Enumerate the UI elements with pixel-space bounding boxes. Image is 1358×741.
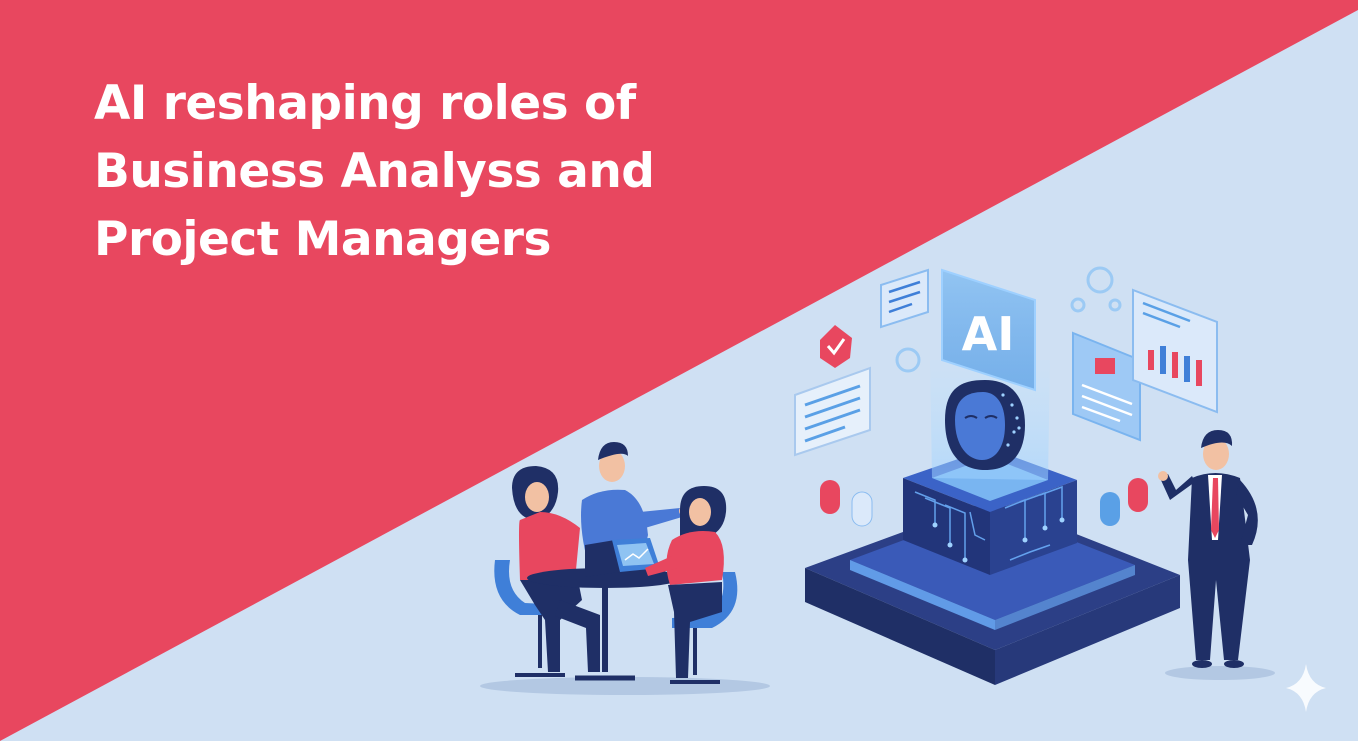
chip-pedestal-icon bbox=[805, 448, 1180, 685]
bar-chart-icon bbox=[1132, 288, 1218, 414]
title-line-2: Business Analyss and bbox=[94, 144, 655, 199]
sparkle-icon bbox=[1286, 664, 1326, 712]
checkmark-shield-icon bbox=[820, 325, 852, 368]
businessman-figure bbox=[1158, 430, 1258, 668]
ai-badge: AI bbox=[941, 268, 1036, 392]
title-line-1: AI reshaping roles of bbox=[94, 76, 636, 131]
chat-bubble-icon bbox=[794, 366, 871, 457]
chat-bubble-icon bbox=[1072, 331, 1141, 442]
ai-badge-label: AI bbox=[962, 307, 1015, 361]
meeting-group bbox=[494, 442, 738, 684]
page-title: AI reshaping roles of Business Analyss a… bbox=[94, 70, 754, 274]
title-line-3: Project Managers bbox=[94, 212, 551, 267]
chat-bubble-icon bbox=[880, 268, 929, 329]
ai-head-icon bbox=[945, 380, 1025, 470]
